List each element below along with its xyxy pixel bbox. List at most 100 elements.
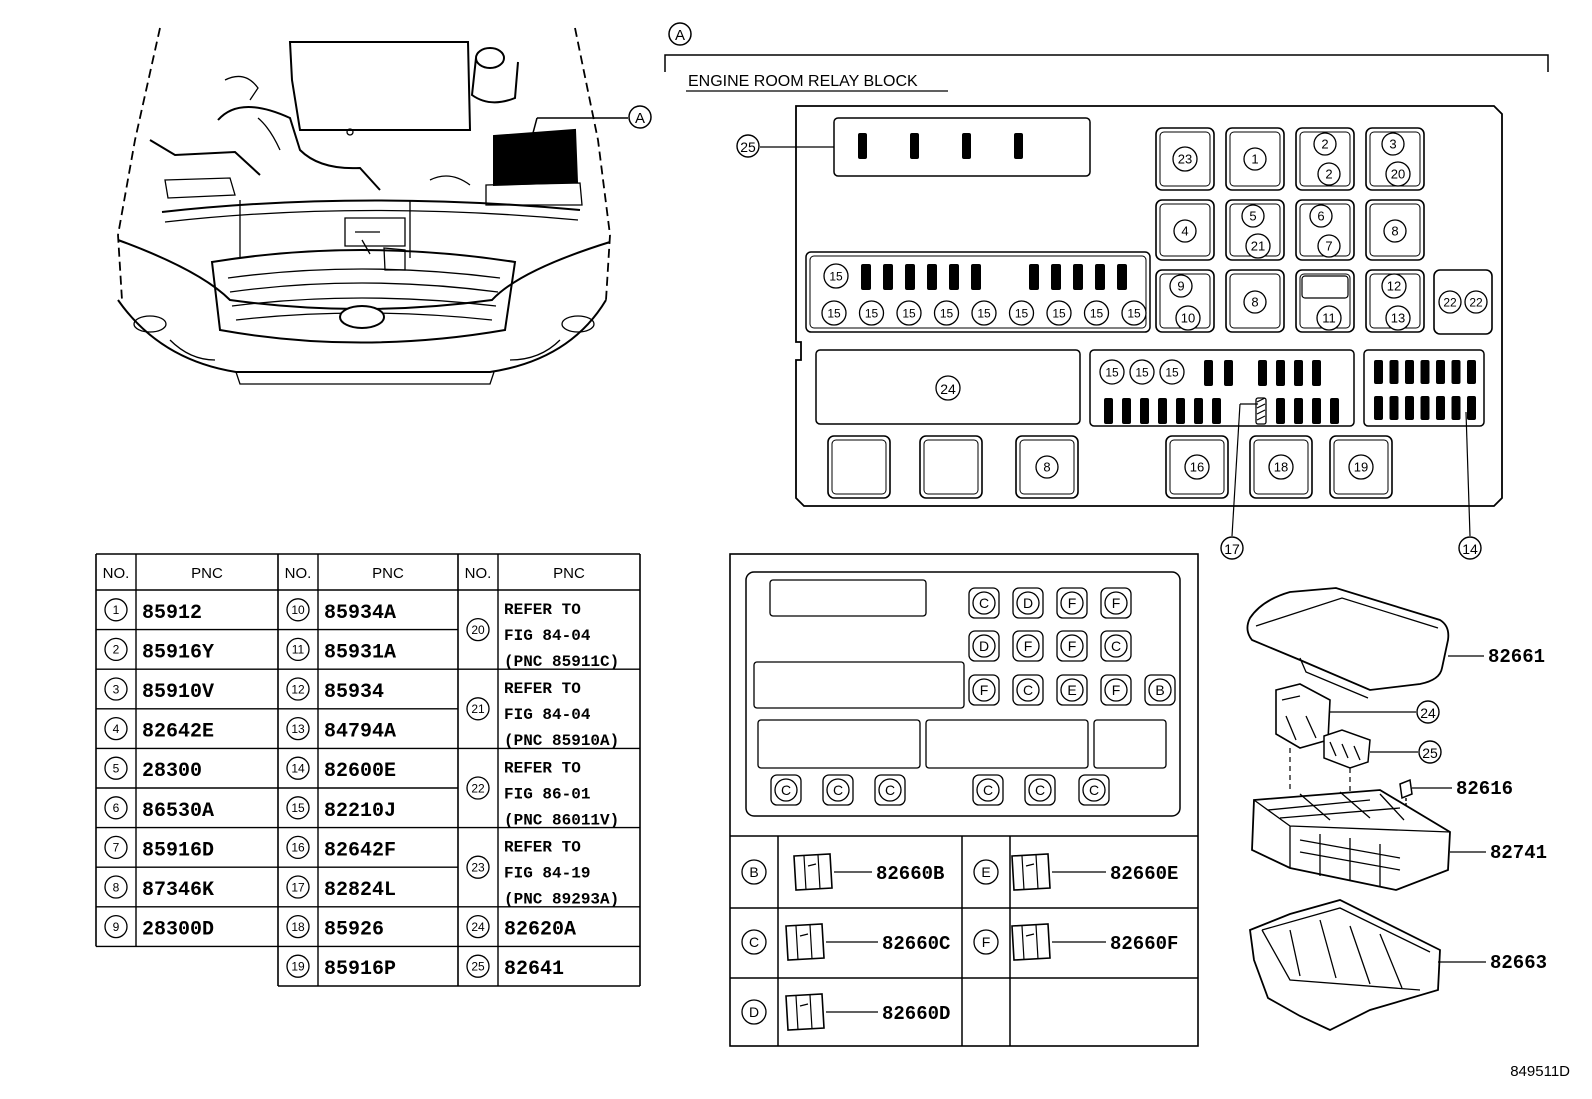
- leader-25: 25: [740, 139, 756, 155]
- fuse-15-3-text: 15: [940, 306, 954, 320]
- label-9: 9: [1169, 274, 1193, 298]
- grid-r1-0: C: [972, 591, 996, 615]
- fuse-slot: [1451, 360, 1461, 384]
- table-no-24-text: 24: [471, 920, 485, 934]
- legend-letter-E-text: E: [981, 864, 990, 880]
- legend-pnc-C: 82660C: [882, 933, 950, 955]
- mid-fuse-15-2-text: 15: [1165, 365, 1179, 379]
- table-no-15: 15: [286, 796, 310, 820]
- grid-r3-4: B: [1148, 678, 1172, 702]
- header-pnc: PNC: [372, 565, 404, 582]
- fuse-15-4-text: 15: [977, 306, 991, 320]
- table-ref-line: FIG 84-04: [504, 627, 591, 645]
- table-no-11-text: 11: [292, 643, 305, 657]
- table-no-17: 17: [286, 875, 310, 899]
- connector-E-icon: [1011, 853, 1106, 891]
- table-pnc-6: 86530A: [142, 800, 214, 823]
- label-22a-text: 22: [1443, 295, 1457, 309]
- relay-1: [1225, 127, 1285, 191]
- table-ref-line: (PNC 89293A): [504, 891, 619, 909]
- legend-pnc-E: 82660E: [1110, 863, 1178, 885]
- grid-r2-2: F: [1060, 634, 1084, 658]
- label-23-text: 23: [1178, 152, 1192, 167]
- fuse-slot: [1051, 264, 1061, 290]
- legend-pnc-B: 82660B: [876, 863, 944, 885]
- label-8c-text: 8: [1043, 460, 1050, 475]
- table-no-20: 20: [466, 617, 490, 642]
- grid-bottom-2-text: C: [885, 782, 895, 798]
- grid-r1-1-text: D: [1023, 595, 1033, 611]
- fuse-slot: [1212, 398, 1221, 424]
- label-16-text: 16: [1190, 460, 1204, 475]
- bottom-relay-empty-1: [827, 435, 891, 499]
- table-pnc-2: 85916Y: [142, 641, 214, 664]
- grid-r2-1-text: F: [1024, 638, 1033, 654]
- fuse-slot: [1374, 396, 1383, 420]
- table-no-1-text: 1: [113, 603, 120, 617]
- table-no-14: 14: [286, 756, 310, 780]
- label-12: 12: [1381, 273, 1407, 299]
- table-no-9: 9: [104, 914, 128, 939]
- table-ref-line: (PNC 85910A): [504, 732, 619, 750]
- grid-bottom-3-text: C: [983, 782, 993, 798]
- label-16: 16: [1184, 454, 1210, 480]
- grid-bottom-3: C: [976, 778, 1000, 802]
- table-no-21: 21: [466, 697, 490, 721]
- table-no-13-text: 13: [291, 722, 305, 736]
- fuse-15-3: 15: [933, 300, 960, 326]
- table-pnc-8: 87346K: [142, 879, 214, 902]
- fuse-slot: [1117, 264, 1127, 290]
- block-title: ENGINE ROOM RELAY BLOCK: [688, 73, 918, 90]
- table-no-16-text: 16: [291, 841, 305, 855]
- fuse-slot: [1420, 396, 1430, 420]
- table-no-16: 16: [286, 835, 310, 860]
- table-no-13: 13: [286, 716, 310, 741]
- fuse-slot: [1467, 360, 1476, 384]
- label-9-text: 9: [1177, 279, 1184, 294]
- fuse-slot: [1405, 396, 1414, 420]
- legend-letter-E: E: [973, 859, 999, 885]
- fuse-slot: [1176, 398, 1185, 424]
- label-6-text: 6: [1317, 209, 1324, 224]
- label-18-text: 18: [1274, 460, 1288, 475]
- part-25-label: 25: [1422, 745, 1438, 761]
- grid-r3-2-text: E: [1067, 682, 1076, 698]
- label-5: 5: [1241, 204, 1265, 228]
- fuse-slot: [1436, 360, 1445, 384]
- table-no-23: 23: [466, 855, 490, 879]
- legend-pnc-D: 82660D: [882, 1003, 950, 1025]
- exploded-view: 82661 24 25 82616 82741 82663: [1246, 587, 1547, 1031]
- mid-fuse-15-2: 15: [1159, 359, 1185, 385]
- grid-bottom-0: C: [774, 778, 798, 802]
- grid-r2-0-text: D: [979, 638, 989, 654]
- legend-letter-D: D: [741, 999, 767, 1025]
- grid-bottom-5-text: C: [1089, 782, 1099, 798]
- table-pnc-12: 85934: [324, 681, 384, 704]
- label-7-text: 7: [1325, 239, 1332, 254]
- label-21-text: 21: [1251, 239, 1265, 254]
- legend-letter-F: F: [973, 929, 999, 955]
- table-no-6-text: 6: [113, 801, 120, 815]
- fuse-15-5: 15: [1008, 300, 1035, 326]
- table-no-15-text: 15: [291, 801, 305, 815]
- fuse-15-1: 15: [858, 300, 885, 326]
- fuse-slot: [883, 264, 893, 290]
- table-pnc-24: 82620A: [504, 919, 576, 942]
- grid-r3-1-text: C: [1023, 682, 1033, 698]
- fuse-slot: [1389, 396, 1399, 420]
- table-no-8-text: 8: [113, 880, 120, 894]
- label-2a: 2: [1313, 132, 1337, 156]
- label-1-text: 1: [1251, 152, 1258, 167]
- relay-11: [1295, 269, 1355, 333]
- table-pnc-25: 82641: [504, 958, 564, 981]
- table-pnc-13: 84794A: [324, 721, 396, 744]
- label-18: 18: [1268, 454, 1294, 480]
- table-no-10: 10: [286, 598, 310, 622]
- grid-r3-0-text: F: [980, 682, 989, 698]
- big-slot-label: 24: [940, 381, 956, 397]
